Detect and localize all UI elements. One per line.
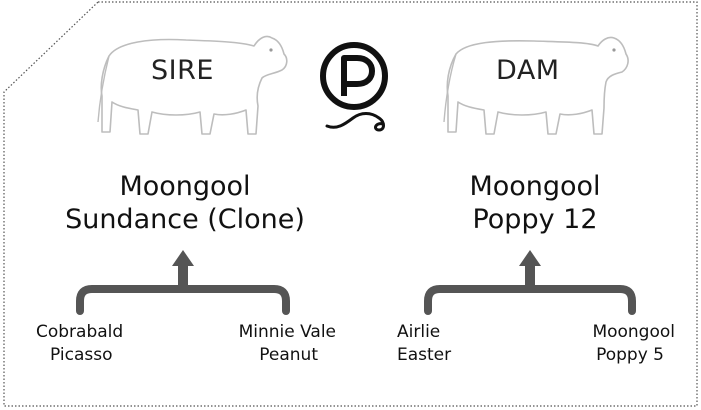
cow-icon — [443, 36, 629, 135]
dam-label: DAM — [496, 55, 560, 86]
sire-name: Moongool Sundance (Clone) — [60, 170, 310, 236]
dam-name-line1: Moongool — [469, 171, 601, 202]
bracket-icon — [76, 285, 290, 315]
sire-dam-line1: Minnie Vale — [238, 322, 336, 342]
sire-sire-line1: Cobrabald — [36, 322, 124, 342]
dam-dam-line1: Moongool — [592, 322, 675, 342]
dam-bracket-arrow — [424, 250, 636, 315]
dam-dam-line2: Poppy 5 — [596, 345, 664, 365]
polled-logo-icon — [320, 42, 388, 132]
sire-sire-line2: Picasso — [50, 345, 113, 365]
sire-dam-line2: Peanut — [259, 345, 318, 365]
sire-label: SIRE — [151, 55, 214, 86]
up-arrow-icon — [519, 250, 541, 287]
dam-name-line2: Poppy 12 — [472, 204, 598, 235]
sire-name-line1: Moongool — [119, 171, 251, 202]
sire-name-line2: Sundance (Clone) — [65, 204, 305, 235]
dam-dam-ancestor: Moongool Poppy 5 — [565, 321, 675, 367]
dam-sire-ancestor: Airlie Easter — [397, 321, 451, 367]
dam-name: Moongool Poppy 12 — [410, 170, 660, 236]
sire-dam-ancestor: Minnie Vale Peanut — [226, 321, 336, 367]
bull-icon — [97, 35, 288, 135]
up-arrow-icon — [172, 250, 194, 287]
sire-bracket-arrow — [76, 250, 290, 315]
sire-sire-ancestor: Cobrabald Picasso — [36, 321, 123, 367]
dam-sire-line1: Airlie — [397, 322, 441, 342]
bracket-icon — [424, 285, 636, 315]
dam-sire-line2: Easter — [397, 345, 452, 365]
